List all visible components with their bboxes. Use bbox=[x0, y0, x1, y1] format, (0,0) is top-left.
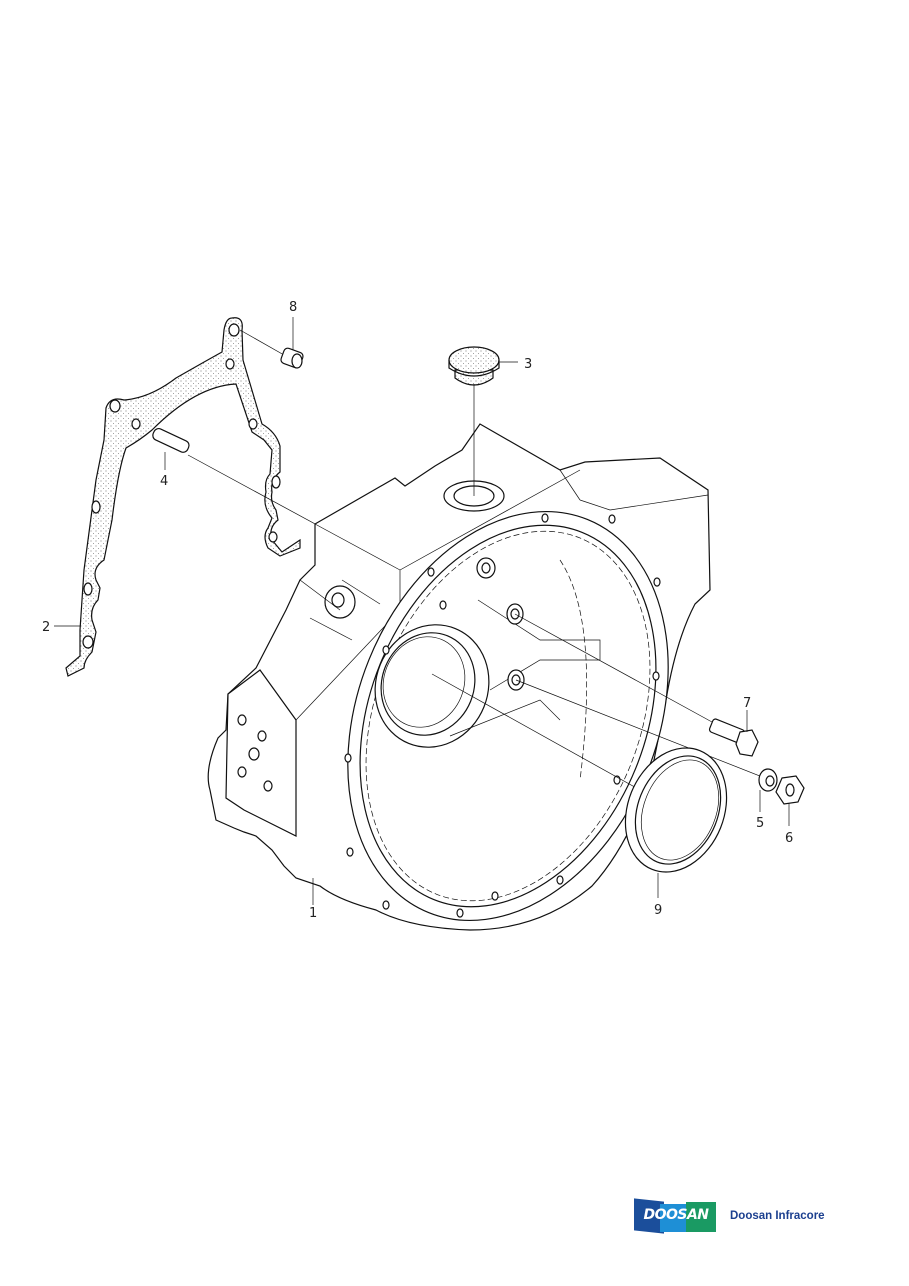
washer-part bbox=[758, 768, 778, 812]
seal-axis-line bbox=[431, 673, 641, 791]
callout-6: 6 bbox=[785, 831, 793, 846]
callout-8: 8 bbox=[289, 300, 297, 315]
logo-block-light-blue bbox=[660, 1204, 690, 1232]
gasket-part bbox=[65, 317, 301, 677]
callout-4: 4 bbox=[160, 474, 168, 489]
doosan-logo: DOOSAN Doosan Infracore bbox=[634, 1198, 825, 1234]
company-name: Doosan Infracore bbox=[730, 1210, 825, 1222]
callout-2: 2 bbox=[42, 620, 50, 635]
callout-9: 9 bbox=[654, 903, 662, 918]
flywheel-housing-part bbox=[207, 423, 711, 931]
nut-axis-line bbox=[515, 679, 766, 779]
logo-block-green bbox=[686, 1202, 716, 1232]
bolt-part bbox=[708, 710, 759, 757]
plug-part bbox=[448, 346, 518, 496]
dowel-sleeve-part bbox=[239, 317, 304, 369]
callout-7: 7 bbox=[743, 696, 751, 711]
bolt-axis-line bbox=[514, 613, 713, 723]
callout-1: 1 bbox=[309, 906, 317, 921]
oil-seal-part bbox=[624, 747, 728, 898]
logo-mark: DOOSAN bbox=[634, 1198, 716, 1234]
callout-3: 3 bbox=[524, 357, 532, 372]
nut-part bbox=[775, 775, 805, 826]
callout-5: 5 bbox=[756, 816, 764, 831]
logo-wordmark: DOOSAN bbox=[643, 1207, 709, 1223]
